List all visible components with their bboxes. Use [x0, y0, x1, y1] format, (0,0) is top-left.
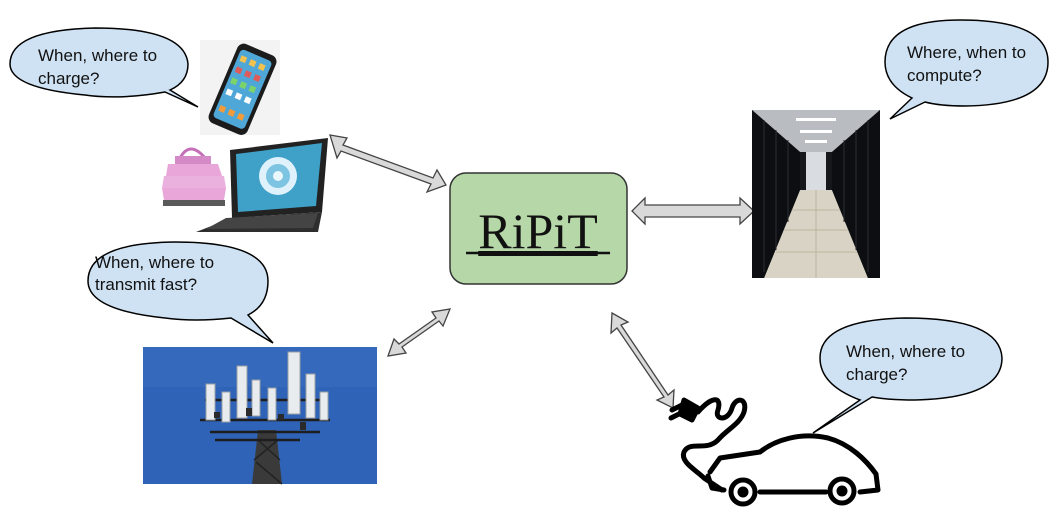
bubble-vehicle-line1: When, where to: [846, 342, 965, 361]
arrow-hub-vehicle: [610, 311, 675, 410]
arrow-hub-datacenter: [631, 196, 755, 226]
ripit-hub: RiPiT: [449, 172, 628, 285]
bubble-datacenter-line1: Where, when to: [907, 43, 1026, 62]
speech-bubble-datacenter: Where, when to compute?: [884, 19, 1049, 120]
electric-car-icon: [668, 397, 881, 507]
speech-bubble-tower: When, where to transmit fast?: [87, 241, 274, 344]
smartphone-icon: [200, 40, 280, 135]
laptop-icon: [196, 138, 328, 232]
speech-bubble-devices: When, where to charge?: [9, 27, 199, 108]
bubble-tower-line2: transmit fast?: [95, 275, 197, 294]
bubble-devices-line2: charge?: [38, 69, 99, 88]
cell-tower-icon: [143, 347, 377, 485]
bubble-tower-line1: When, where to: [95, 253, 214, 272]
speech-bubble-vehicle: When, where to charge?: [812, 317, 1003, 434]
lantern-icon: [162, 147, 226, 206]
bubble-devices-line1: When, where to: [38, 46, 157, 65]
server-room-icon: [752, 110, 880, 278]
hub-label: RiPiT: [478, 203, 597, 259]
bubble-vehicle-line2: charge?: [846, 365, 907, 384]
bubble-datacenter-line2: compute?: [907, 66, 982, 85]
arrow-tower-hub: [387, 308, 452, 357]
arrow-devices-hub: [329, 134, 447, 194]
